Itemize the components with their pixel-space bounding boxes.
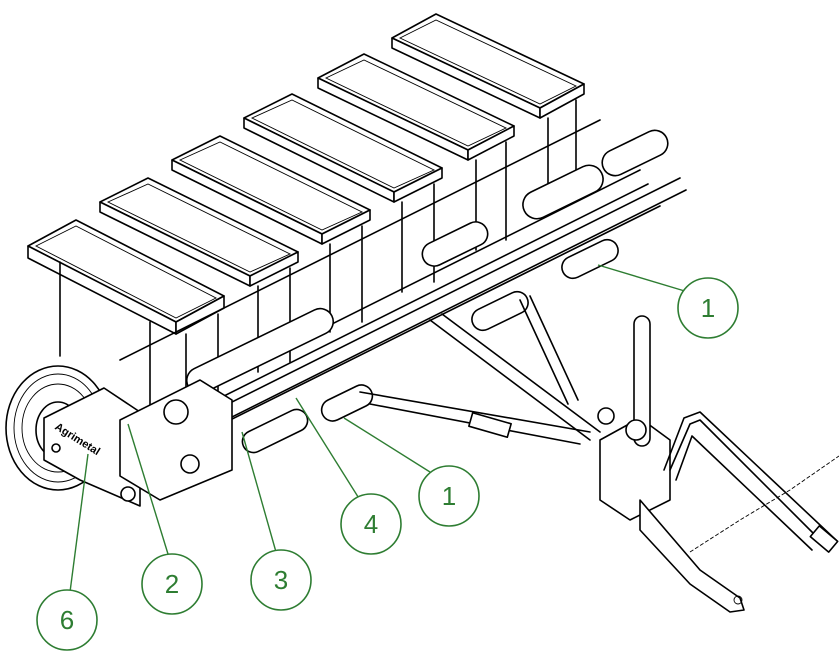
- roller-g: [241, 408, 309, 454]
- callout-1-right-label: 1: [701, 293, 715, 323]
- hopper-3: [171, 135, 371, 333]
- callout-2: 2: [127, 423, 203, 615]
- hitch-hydraulics: [597, 315, 745, 613]
- front-bracket: [119, 379, 233, 501]
- roller-a: [522, 164, 604, 220]
- hopper-5: [317, 53, 515, 251]
- drawbar: [359, 295, 601, 445]
- callout-6: 6: [36, 453, 98, 651]
- callout-6-label: 6: [60, 605, 74, 635]
- callout-4-label: 4: [364, 509, 378, 539]
- roller-e: [561, 238, 619, 280]
- roller-d: [471, 290, 529, 332]
- callout-1-right: 1: [597, 264, 739, 339]
- roller-f: [320, 384, 374, 422]
- callout-1-middle: 1: [343, 417, 480, 527]
- hydraulic-hoses: [663, 411, 839, 553]
- hopper-4: [243, 93, 443, 293]
- callout-3: 3: [241, 431, 312, 611]
- hopper-6: [391, 13, 585, 211]
- rollers: [185, 129, 669, 454]
- drive-side-plate: Agrimetal: [43, 387, 141, 507]
- safety-chain: [689, 455, 839, 553]
- callout-1-middle-label: 1: [442, 481, 456, 511]
- roller-b: [421, 221, 489, 267]
- roller-h: [601, 129, 669, 177]
- callout-3-label: 3: [274, 565, 288, 595]
- callout-2-label: 2: [165, 569, 179, 599]
- callout-4: 4: [295, 397, 402, 555]
